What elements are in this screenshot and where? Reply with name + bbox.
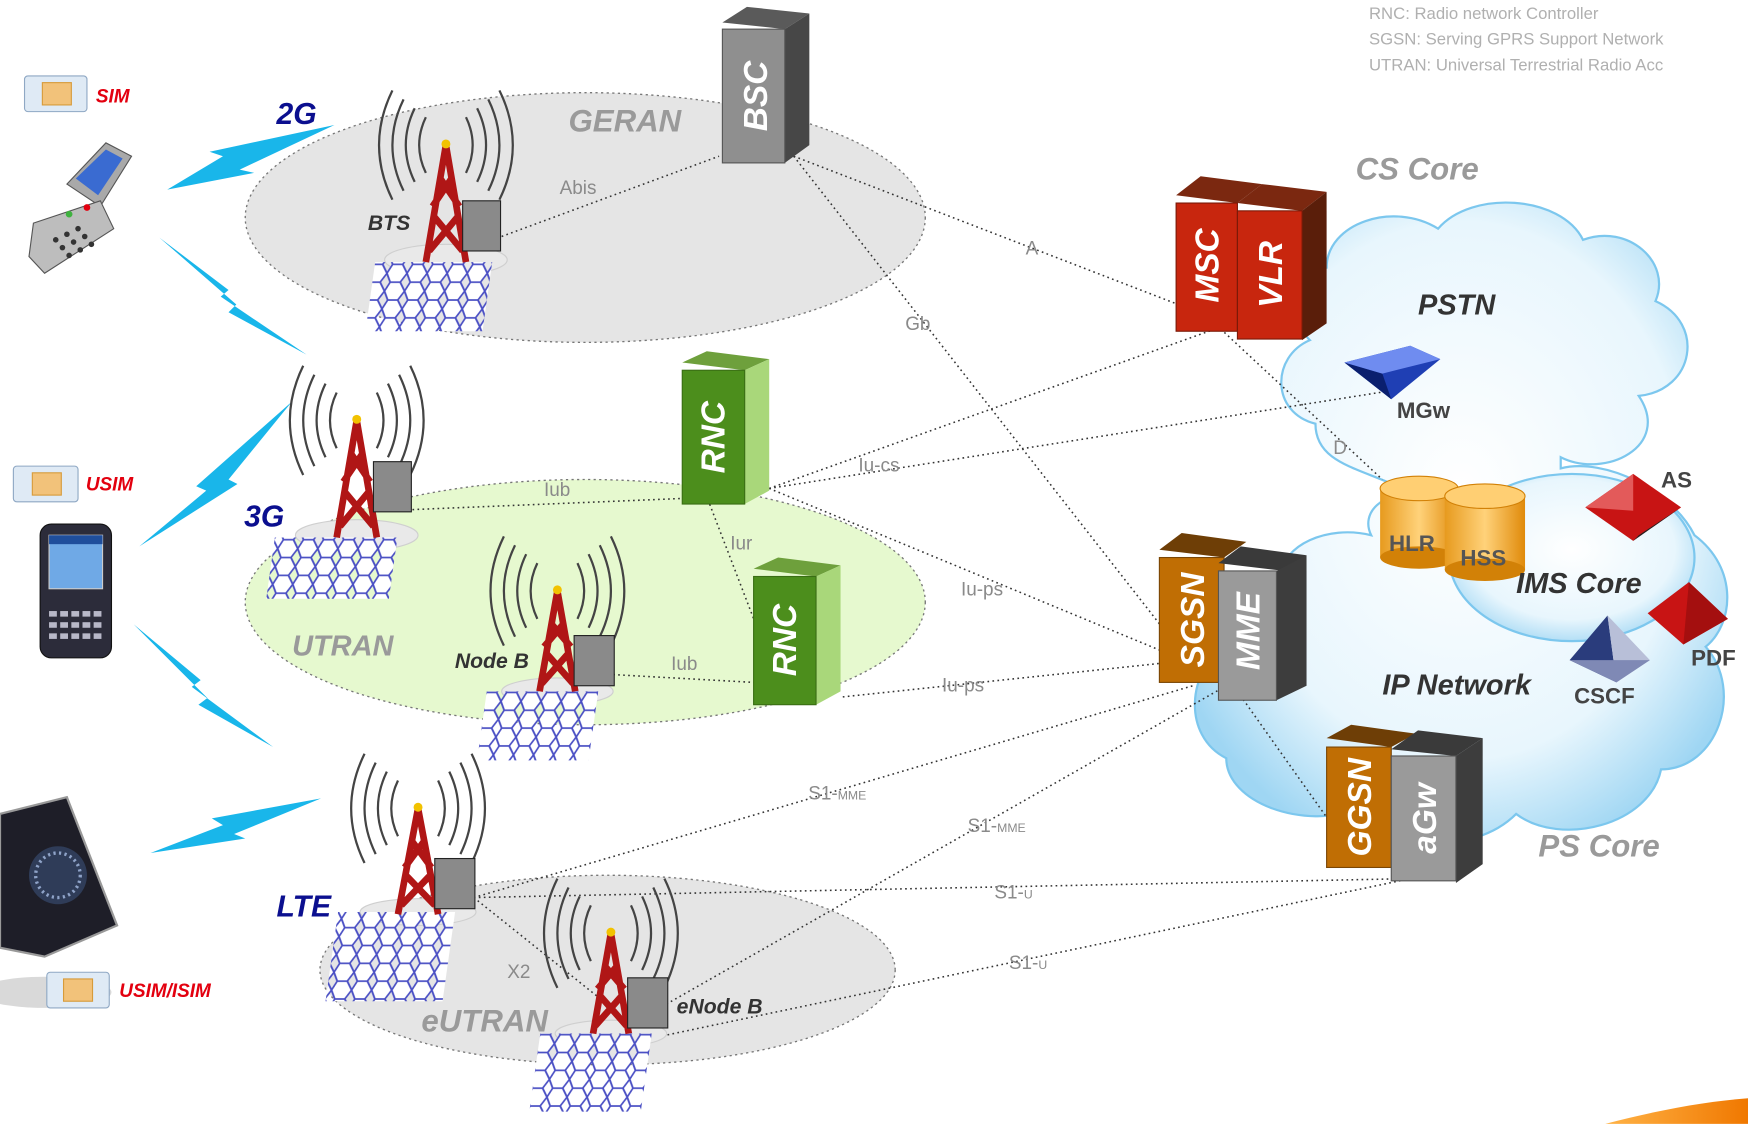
enodeb-label: eNode B — [677, 995, 763, 1018]
ggsn-server-icon: GGSN — [1326, 724, 1416, 869]
nodeb-label: Node B — [455, 650, 529, 673]
hss-database-icon — [1444, 483, 1526, 581]
pdf-server-icon — [1647, 582, 1728, 645]
interface-iu-cs: Iu-cs — [858, 456, 899, 477]
radio-links — [133, 125, 335, 853]
sim-card-icon: SIM — [23, 75, 131, 113]
eutran-label: eUTRAN — [421, 1003, 549, 1038]
usim-label: USIM — [86, 475, 135, 496]
interface-iu-ps: Iu-ps — [961, 579, 1003, 600]
interface-abis: Abis — [560, 178, 597, 199]
ggsn-label: GGSN — [1342, 757, 1379, 856]
bsc-server-icon: BSC — [721, 6, 810, 164]
gen-lte-label: LTE — [276, 891, 332, 924]
gen-2g-label: 2G — [275, 98, 316, 131]
interface-s1-mme: S1-MME — [808, 783, 866, 804]
enodeb-tower-icon — [325, 753, 486, 1002]
bsc-label: BSC — [738, 60, 775, 131]
interface-s1-prefix: S1- — [968, 816, 997, 837]
legend-line: UTRAN: Universal Terrestrial Radio Acc — [1369, 55, 1663, 74]
interface-s1-u: S1-U — [1009, 953, 1047, 974]
lightning-icon — [150, 798, 322, 853]
agw-server-icon: aGw — [1390, 730, 1483, 884]
nodeb-tower-icon — [477, 535, 626, 761]
rnc-label: RNC — [696, 400, 733, 473]
smartphone-icon — [39, 523, 113, 659]
interface-iu-ps: Iu-ps — [942, 675, 984, 696]
mme-label: MME — [1231, 590, 1268, 670]
interface-s1-u: S1-U — [994, 883, 1032, 904]
cs-core-label: CS Core — [1356, 152, 1479, 187]
vlr-server-icon: VLR — [1236, 184, 1327, 341]
pstn-label: PSTN — [1418, 290, 1496, 322]
interface-iub: Iub — [671, 654, 697, 675]
lightning-icon — [139, 401, 293, 547]
usim-card-icon: USIM — [12, 465, 135, 503]
ims-core-label: IMS Core — [1516, 568, 1642, 600]
interface-gb: Gb — [905, 314, 930, 335]
interface-s1-suffix: MME — [997, 821, 1026, 835]
pdf-label: PDF — [1691, 646, 1736, 671]
interface-iur: Iur — [730, 534, 752, 555]
interface-s1-prefix: S1- — [808, 783, 837, 804]
area-labels: GERAN UTRAN eUTRAN CS Core PS Core — [292, 104, 1660, 1039]
as-label: AS — [1661, 467, 1692, 492]
legend-line: RNC: Radio network Controller — [1369, 4, 1599, 23]
bts-tower-icon — [365, 89, 514, 332]
rnc-server-icon: RNC — [753, 557, 841, 706]
bts-label: BTS — [368, 212, 410, 235]
mme-server-icon: MME — [1217, 546, 1307, 701]
agw-label: aGw — [1407, 781, 1444, 854]
generation-labels: 2G 3G LTE — [244, 98, 332, 924]
rnc-server-icon: RNC — [681, 351, 770, 505]
lightning-icon — [159, 237, 307, 355]
sgsn-server-icon: SGSN — [1158, 533, 1247, 683]
interface-d: D — [1333, 438, 1347, 459]
ip-network-label: IP Network — [1382, 670, 1533, 702]
connection-lines — [412, 155, 1411, 1038]
data-card-icon: USIM/ISIM — [0, 795, 212, 1009]
ps-core-label: PS Core — [1538, 828, 1659, 863]
msc-server-icon: MSC — [1175, 176, 1262, 332]
usim-isim-label: USIM/ISIM — [119, 981, 212, 1002]
sgsn-label: SGSN — [1175, 572, 1212, 668]
geran-label: GERAN — [569, 104, 683, 139]
flip-phone-icon — [28, 142, 133, 274]
legend-line: SGSN: Serving GPRS Support Network — [1369, 30, 1664, 49]
enodeb-tower-icon — [529, 878, 679, 1112]
lightning-icon — [133, 624, 274, 748]
interface-x2: X2 — [507, 962, 530, 983]
rnc-label: RNC — [767, 603, 804, 676]
interface-s1-suffix: U — [1024, 888, 1033, 902]
cscf-server-icon — [1569, 615, 1650, 683]
interface-s1-mme: S1-MME — [968, 816, 1026, 837]
mgw-label: MGw — [1397, 398, 1451, 423]
utran-label: UTRAN — [292, 631, 394, 663]
interface-s1-prefix: S1- — [1009, 953, 1038, 974]
sim-label: SIM — [96, 87, 131, 108]
interface-s1-prefix: S1- — [994, 883, 1023, 904]
hlr-label: HLR — [1389, 531, 1435, 556]
nodeb-tower-icon — [266, 365, 425, 599]
gen-3g-label: 3G — [244, 500, 284, 533]
legend: RNC: Radio network Controller SGSN: Serv… — [1369, 4, 1664, 74]
hss-label: HSS — [1460, 545, 1506, 570]
interface-s1-suffix: MME — [838, 788, 867, 802]
interface-iub: Iub — [544, 480, 570, 501]
interface-s1-suffix: U — [1038, 958, 1047, 972]
interface-labels: Abis A Gb D Iub Iur Iu-cs Iu-ps Iub Iu-p… — [507, 178, 1347, 983]
cscf-label: CSCF — [1574, 684, 1635, 709]
decorative-corner-accent — [1605, 1098, 1748, 1124]
interface-a: A — [1026, 238, 1039, 259]
vlr-label: VLR — [1253, 241, 1290, 308]
msc-label: MSC — [1189, 227, 1226, 302]
lightning-icon — [167, 125, 335, 190]
